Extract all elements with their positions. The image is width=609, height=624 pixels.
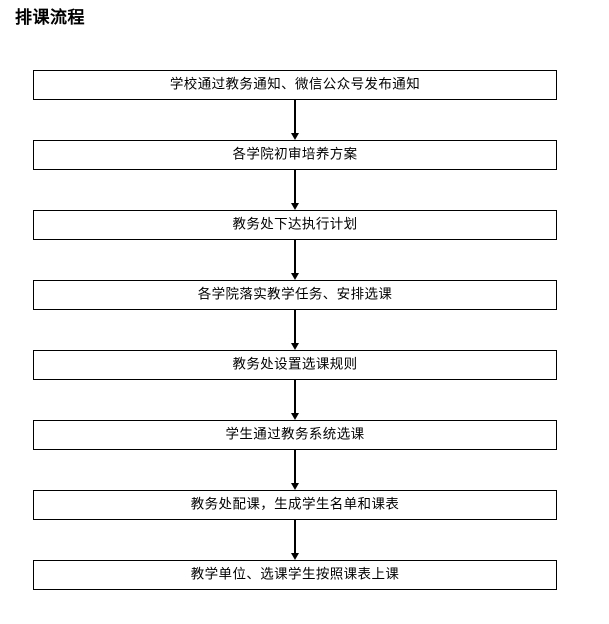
- connector-line: [294, 240, 296, 274]
- flow-connector-3-to-4: [33, 240, 557, 280]
- flow-arrow-down-icon: [290, 203, 299, 210]
- flow-node-1-label: 学校通过教务通知、微信公众号发布通知: [169, 76, 421, 93]
- flow-node-7: 教务处配课，生成学生名单和课表: [33, 490, 557, 520]
- flow-node-3-label: 教务处下达执行计划: [232, 216, 358, 233]
- connector-line: [294, 520, 296, 554]
- flow-node-4-label: 各学院落实教学任务、安排选课: [197, 286, 393, 303]
- connector-line: [294, 310, 296, 344]
- flow-node-3: 教务处下达执行计划: [33, 210, 557, 240]
- flow-node-chain: 学校通过教务通知、微信公众号发布通知 各学院初审培养方案 教务处下达执行计划 各…: [33, 70, 557, 590]
- connector-line: [294, 450, 296, 484]
- page-title: 排课流程: [15, 8, 85, 28]
- flow-node-8: 教学单位、选课学生按照课表上课: [33, 560, 557, 590]
- connector-line: [294, 170, 296, 204]
- flow-connector-7-to-8: [33, 520, 557, 560]
- flow-node-5: 教务处设置选课规则: [33, 350, 557, 380]
- flow-arrow-down-icon: [290, 413, 299, 420]
- flow-node-2: 各学院初审培养方案: [33, 140, 557, 170]
- flow-connector-2-to-3: [33, 170, 557, 210]
- flow-node-7-label: 教务处配课，生成学生名单和课表: [190, 496, 400, 513]
- connector-line: [294, 380, 296, 414]
- flow-node-4: 各学院落实教学任务、安排选课: [33, 280, 557, 310]
- flow-arrow-down-icon: [290, 343, 299, 350]
- flow-node-6: 学生通过教务系统选课: [33, 420, 557, 450]
- flow-node-1: 学校通过教务通知、微信公众号发布通知: [33, 70, 557, 100]
- flow-connector-6-to-7: [33, 450, 557, 490]
- flow-node-6-label: 学生通过教务系统选课: [225, 426, 365, 443]
- flow-connector-4-to-5: [33, 310, 557, 350]
- connector-line: [294, 100, 296, 134]
- flow-connector-1-to-2: [33, 100, 557, 140]
- flow-node-5-label: 教务处设置选课规则: [232, 356, 358, 373]
- flow-node-2-label: 各学院初审培养方案: [232, 146, 358, 163]
- flow-connector-5-to-6: [33, 380, 557, 420]
- flow-arrow-down-icon: [290, 483, 299, 490]
- flow-arrow-down-icon: [290, 133, 299, 140]
- flow-node-8-label: 教学单位、选课学生按照课表上课: [190, 566, 400, 583]
- flow-arrow-down-icon: [290, 273, 299, 280]
- flow-arrow-down-icon: [290, 553, 299, 560]
